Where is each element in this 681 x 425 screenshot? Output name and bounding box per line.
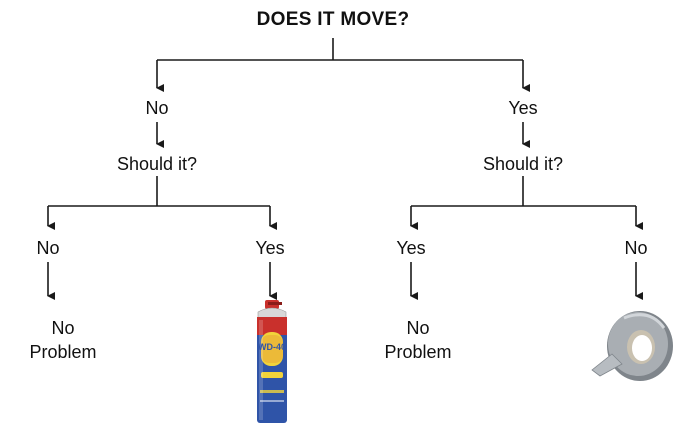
rl-answer: Yes — [396, 238, 426, 258]
right-question: Should it? — [482, 154, 564, 174]
ll-outcome-line2: Problem — [29, 342, 97, 362]
rr-answer: No — [624, 238, 648, 258]
ll-answer: No — [36, 238, 60, 258]
lr-answer: Yes — [255, 238, 285, 258]
rl-outcome-line1: No — [406, 318, 430, 338]
rl-outcome-line2: Problem — [384, 342, 452, 362]
left-question: Should it? — [116, 154, 198, 174]
duct-tape-image — [591, 311, 673, 381]
ll-outcome-line1: No — [51, 318, 75, 338]
diagram-title: DOES IT MOVE? — [256, 9, 410, 30]
right-answer: Yes — [508, 98, 538, 118]
left-answer: No — [145, 98, 169, 118]
wd40-can-image — [257, 300, 287, 423]
wd40-can-label: WD-40 — [258, 342, 287, 352]
